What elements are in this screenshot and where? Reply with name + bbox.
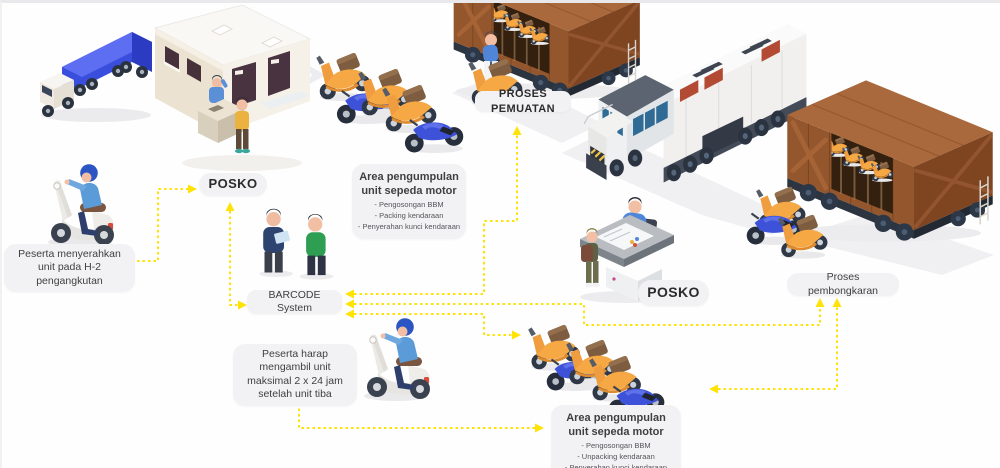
cargo-truck-icon xyxy=(40,32,152,122)
rider-scooter-center-icon xyxy=(363,317,431,402)
area-top-bullets: - Pengosongan BBM - Packing kendaraan - … xyxy=(358,200,460,233)
label-area-pengumpulan-bottom: Area pengumpulan unit sepeda motor - Pen… xyxy=(551,405,681,468)
label-posko-right: POSKO xyxy=(638,280,709,306)
area-bottom-title: Area pengumpulan unit sepeda motor xyxy=(566,412,666,439)
warehouse-icon xyxy=(153,4,312,154)
scene-illustration xyxy=(40,3,1000,433)
loading-rider-icon xyxy=(468,31,523,108)
motorcycle-group-top-icon xyxy=(316,52,465,155)
flow-arrowheads xyxy=(188,126,842,433)
staff-pair-icon xyxy=(259,208,334,280)
label-barcode-system: BARCODE System xyxy=(247,289,342,314)
area-bottom-bullets: - Pengosongan BBM - Unpacking kendaraan … xyxy=(565,441,667,468)
label-peserta-menyerahkan: Peserta menyerahkan unit pada H-2 pengan… xyxy=(4,244,135,293)
area-top-bullet-2: - Packing kendaraan xyxy=(374,211,444,221)
area-top-bullet-3: - Penyerahan kunci kendaraan xyxy=(357,221,461,231)
area-top-bullet-1: - Pengosongan BBM xyxy=(374,200,444,210)
area-bottom-bullet-2: - Unpacking kendaraan xyxy=(577,452,655,462)
label-proses-pembongkaran: Proses pembongkaran xyxy=(787,271,899,297)
area-bottom-bullet-3: - Penyerahan kunci kendaraan xyxy=(564,462,668,468)
flow-arrows xyxy=(126,135,838,429)
rider-scooter-left-icon xyxy=(47,163,115,248)
area-bottom-bullet-1: - Pengosongan BBM xyxy=(581,441,651,451)
label-posko-left: POSKO xyxy=(199,173,267,196)
label-area-pengumpulan-top: Area pengumpulan unit sepeda motor - Pen… xyxy=(352,164,466,239)
boxcar-right-icon xyxy=(787,80,992,241)
motorcycle-group-bottom-icon xyxy=(528,324,666,420)
locomotive-icon xyxy=(583,23,807,183)
area-top-title: Area pengumpulan unit sepeda motor xyxy=(359,171,459,198)
label-proses-pemuatan: PROSES PEMUATAN xyxy=(475,88,571,115)
label-peserta-mengambil: Peserta harap mengambil unit maksimal 2 … xyxy=(233,344,357,406)
